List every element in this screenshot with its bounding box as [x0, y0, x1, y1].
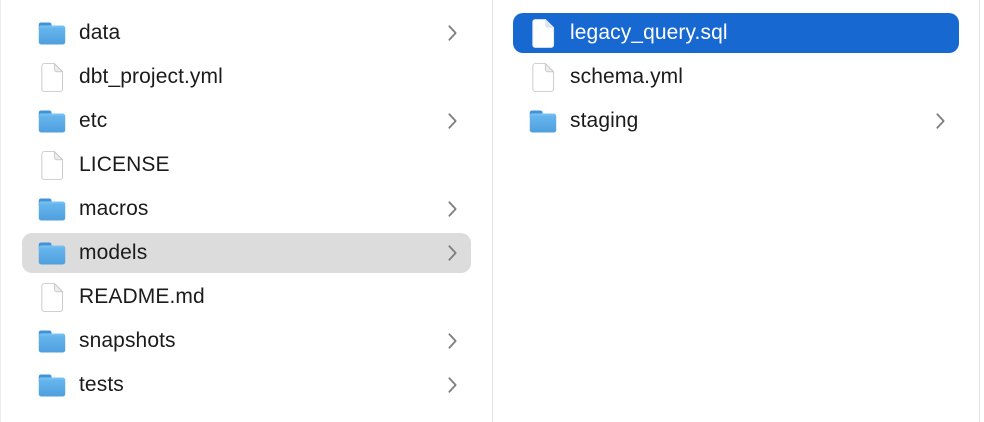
folder-icon	[37, 329, 67, 354]
folder-icon	[37, 21, 67, 46]
file-label: dbt_project.yml	[79, 65, 223, 88]
chevron-right-icon	[447, 332, 458, 350]
chevron-right-icon	[935, 112, 946, 130]
row-legacy-query-sql[interactable]: legacy_query.sql	[513, 13, 959, 53]
file-label: staging	[570, 109, 639, 132]
document-icon	[37, 150, 67, 180]
document-icon	[528, 18, 558, 48]
document-icon	[528, 62, 558, 92]
row-license[interactable]: LICENSE	[22, 145, 471, 185]
row-readme-md[interactable]: README.md	[22, 277, 471, 317]
file-label: macros	[79, 197, 149, 220]
file-label: LICENSE	[79, 153, 170, 176]
file-label: snapshots	[79, 329, 176, 352]
row-dbt-project-yml[interactable]: dbt_project.yml	[22, 57, 471, 97]
folder-icon	[528, 109, 558, 134]
row-data[interactable]: data	[22, 13, 471, 53]
row-schema-yml[interactable]: schema.yml	[513, 57, 959, 97]
folder-icon	[37, 373, 67, 398]
chevron-right-icon	[447, 376, 458, 394]
row-models[interactable]: models	[22, 233, 471, 273]
chevron-right-icon	[447, 244, 458, 262]
file-label: schema.yml	[570, 65, 684, 88]
next-column-edge	[980, 0, 984, 422]
file-label: data	[79, 21, 121, 44]
file-label: legacy_query.sql	[570, 21, 728, 44]
row-etc[interactable]: etc	[22, 101, 471, 141]
row-staging[interactable]: staging	[513, 101, 959, 141]
chevron-right-icon	[447, 24, 458, 42]
chevron-right-icon	[447, 200, 458, 218]
file-label: README.md	[79, 285, 205, 308]
file-label: tests	[79, 373, 124, 396]
folder-icon	[37, 241, 67, 266]
row-macros[interactable]: macros	[22, 189, 471, 229]
document-icon	[37, 62, 67, 92]
column-parent-folder: data db	[1, 0, 493, 422]
document-icon	[37, 282, 67, 312]
chevron-right-icon	[447, 112, 458, 130]
folder-icon	[37, 109, 67, 134]
file-label: models	[79, 241, 148, 264]
row-snapshots[interactable]: snapshots	[22, 321, 471, 361]
folder-icon	[37, 197, 67, 222]
column-models-contents: legacy_query.sql	[493, 0, 980, 422]
row-tests[interactable]: tests	[22, 365, 471, 405]
file-label: etc	[79, 109, 108, 132]
